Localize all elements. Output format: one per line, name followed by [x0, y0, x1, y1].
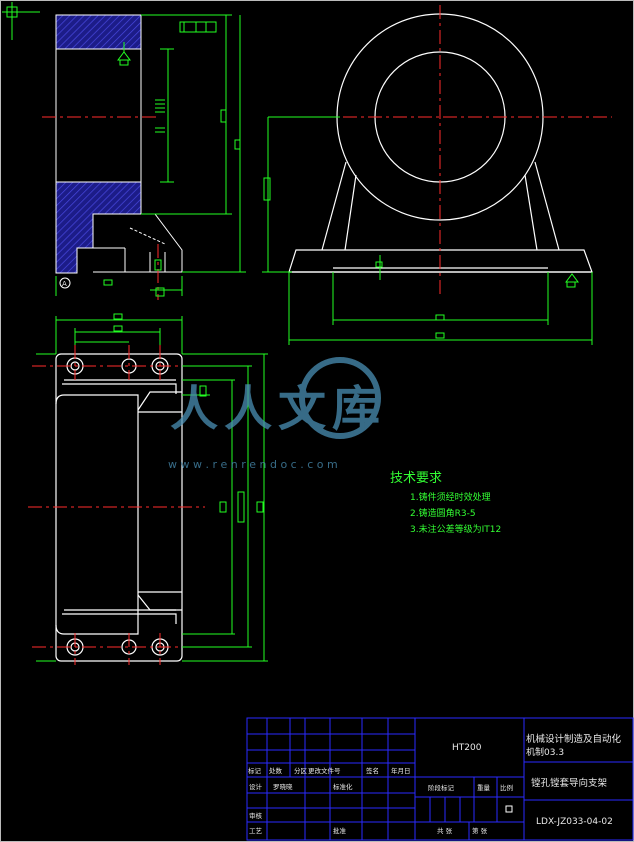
school: 机械设计制造及自动化 — [526, 733, 622, 745]
drawing-number: LDX-JZ033-04-02 — [536, 817, 613, 827]
review-label: 审核 — [249, 811, 263, 820]
weight-label: 重量 — [477, 784, 491, 792]
tech-req-item: 3.未注公差等级为IT12 — [410, 523, 501, 535]
header-change-doc: 更改文件号 — [308, 766, 341, 775]
header-date: 年月日 — [391, 766, 411, 775]
title-block: HT200 机械设计制造及自动化 机制03.3 镗孔镗套导向支架 LDX-JZ0… — [246, 717, 634, 841]
technical-requirements: 技术要求 1.铸件须经时效处理 2.铸造圆角R3-5 3.未注公差等级为IT12 — [390, 471, 501, 535]
design-label: 设计 — [249, 782, 263, 791]
header-signature: 签名 — [366, 766, 379, 775]
front-section-view: A — [42, 14, 246, 300]
scale-label: 比例 — [500, 783, 513, 792]
hatch-top — [55, 14, 142, 50]
approve-label: 批准 — [333, 826, 347, 835]
part-name: 镗孔镗套导向支架 — [531, 777, 608, 789]
top-view — [28, 313, 268, 665]
sheet-label: 第 张 — [472, 826, 488, 835]
designer-name: 罗晓晓 — [273, 782, 293, 791]
tech-req-title: 技术要求 — [390, 471, 442, 486]
ucs-crosshair-icon — [2, 2, 40, 40]
scale-box-icon — [505, 805, 513, 813]
watermark: 人人文库 w w w . r e n r e n d o c . c o m — [168, 357, 386, 471]
header-mark: 标记 — [248, 766, 262, 775]
process-label: 工艺 — [249, 827, 263, 835]
sheets-total-label: 共 张 — [437, 826, 453, 835]
watermark-logo-ring-icon — [299, 357, 381, 439]
class-id: 机制03.3 — [526, 746, 564, 758]
header-zone: 分区 — [294, 766, 308, 775]
material: HT200 — [452, 743, 482, 753]
header-count: 处数 — [269, 766, 283, 775]
stage-mark-label: 阶段标记 — [428, 783, 455, 792]
tech-req-item: 1.铸件须经时效处理 — [410, 491, 491, 503]
standardization-label: 标准化 — [333, 782, 353, 791]
section-label: A — [62, 280, 67, 288]
tech-req-item: 2.铸造圆角R3-5 — [410, 507, 476, 519]
side-view — [262, 5, 612, 345]
watermark-url: w w w . r e n r e n d o c . c o m — [168, 458, 338, 471]
section-marker — [59, 277, 71, 289]
hatch-base — [55, 181, 142, 274]
watermark-brand: 人人文库 — [170, 381, 386, 437]
